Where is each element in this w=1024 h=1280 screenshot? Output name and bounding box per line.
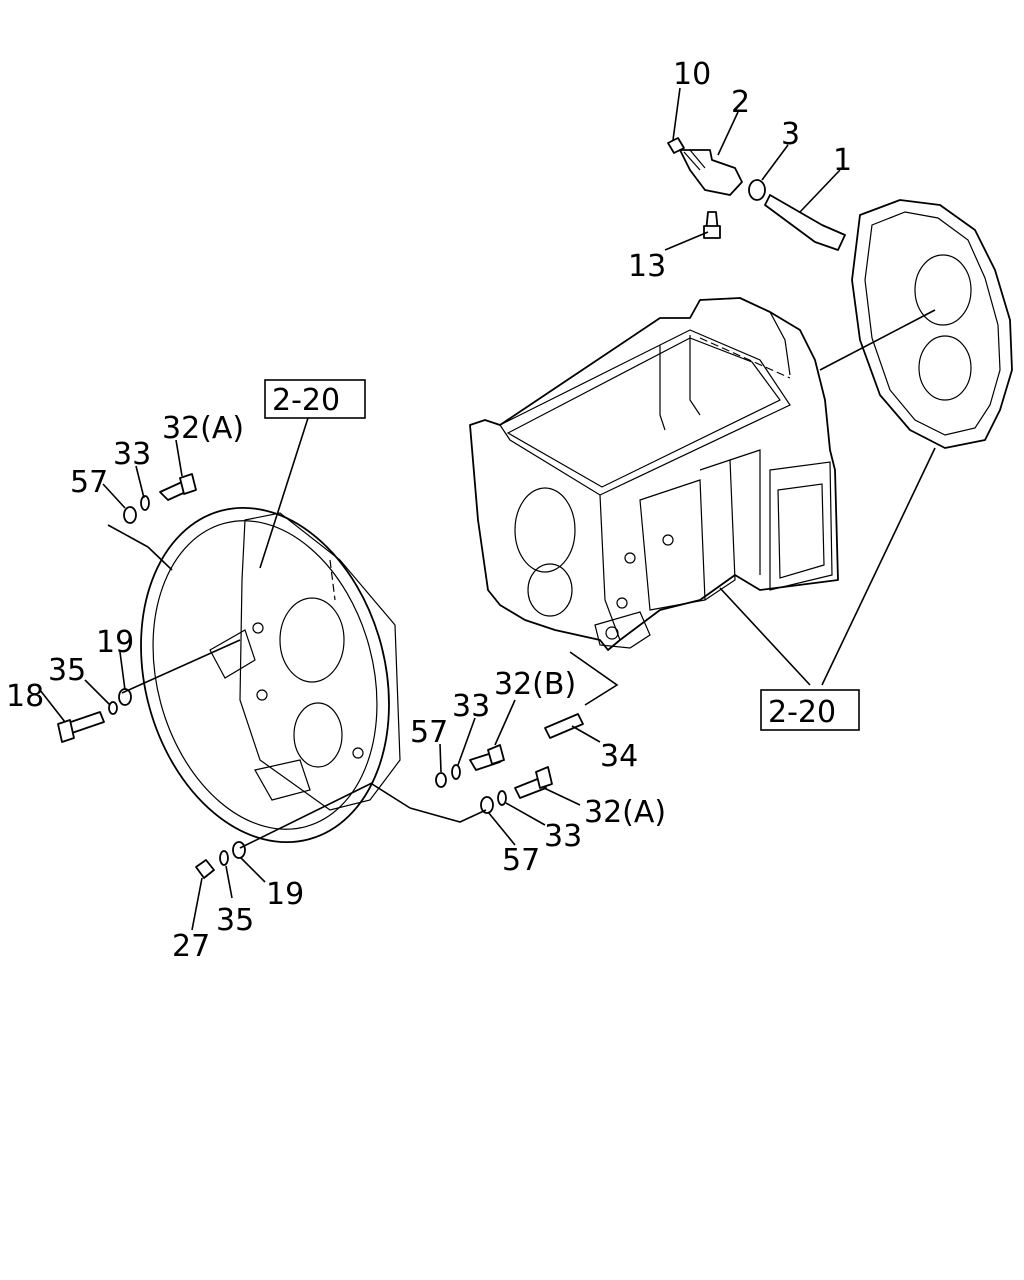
callout-19-bot: 19 <box>266 877 304 912</box>
leader-lines <box>39 87 936 931</box>
callout-13: 13 <box>628 249 666 284</box>
callout-32b: 32(B) <box>494 667 576 702</box>
callout-57-top: 57 <box>70 465 108 500</box>
callout-19-left: 19 <box>96 625 134 660</box>
callout-35-bot: 35 <box>216 903 254 938</box>
callout-32a-bot: 32(A) <box>584 795 666 830</box>
callout-32a-top: 32(A) <box>162 411 244 446</box>
reference-box-right: 2-20 <box>760 689 860 731</box>
fasteners <box>57 473 584 879</box>
reference-box-left: 2-20 <box>264 379 366 419</box>
callout-57-bot: 57 <box>502 843 540 878</box>
rear-cover <box>851 199 1013 449</box>
callout-10: 10 <box>673 57 711 92</box>
callout-labels: 10 2 3 1 13 32(A) 33 57 19 35 18 57 33 3… <box>6 57 852 964</box>
callout-34: 34 <box>600 739 638 774</box>
callout-33-top: 33 <box>113 437 151 472</box>
callout-27: 27 <box>172 929 210 964</box>
callout-3: 3 <box>781 117 800 152</box>
callout-1: 1 <box>833 143 852 178</box>
reference-label-left: 2-20 <box>272 383 340 418</box>
clutch-housing <box>140 506 401 844</box>
callout-33-bot: 33 <box>544 819 582 854</box>
transmission-case <box>469 297 839 651</box>
callout-57-mid: 57 <box>410 715 448 750</box>
top-parts <box>667 137 846 251</box>
callout-18: 18 <box>6 679 44 714</box>
reference-label-right: 2-20 <box>768 695 836 730</box>
callout-33-mid: 33 <box>452 689 490 724</box>
callout-35-left: 35 <box>48 653 86 688</box>
callout-2: 2 <box>731 85 750 120</box>
